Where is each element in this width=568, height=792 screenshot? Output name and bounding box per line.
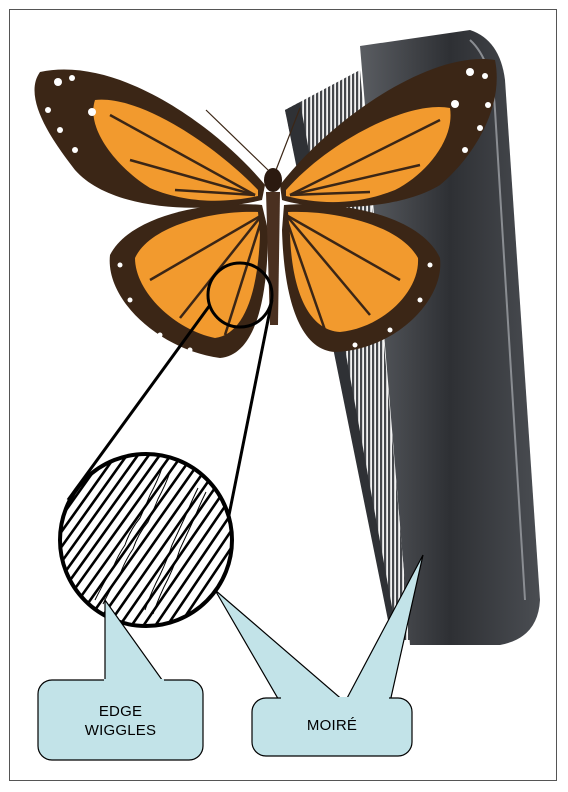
callout-label-edge-wiggles: EDGE WIGGLES	[38, 702, 203, 740]
callout-label-moire: MOIRÉ	[252, 716, 412, 735]
callout-line-moire: MOIRÉ	[252, 716, 412, 735]
callout-line-edge: EDGE	[38, 702, 203, 721]
magnified-view	[20, 420, 317, 654]
callout-line-wiggles: WIGGLES	[38, 721, 203, 740]
